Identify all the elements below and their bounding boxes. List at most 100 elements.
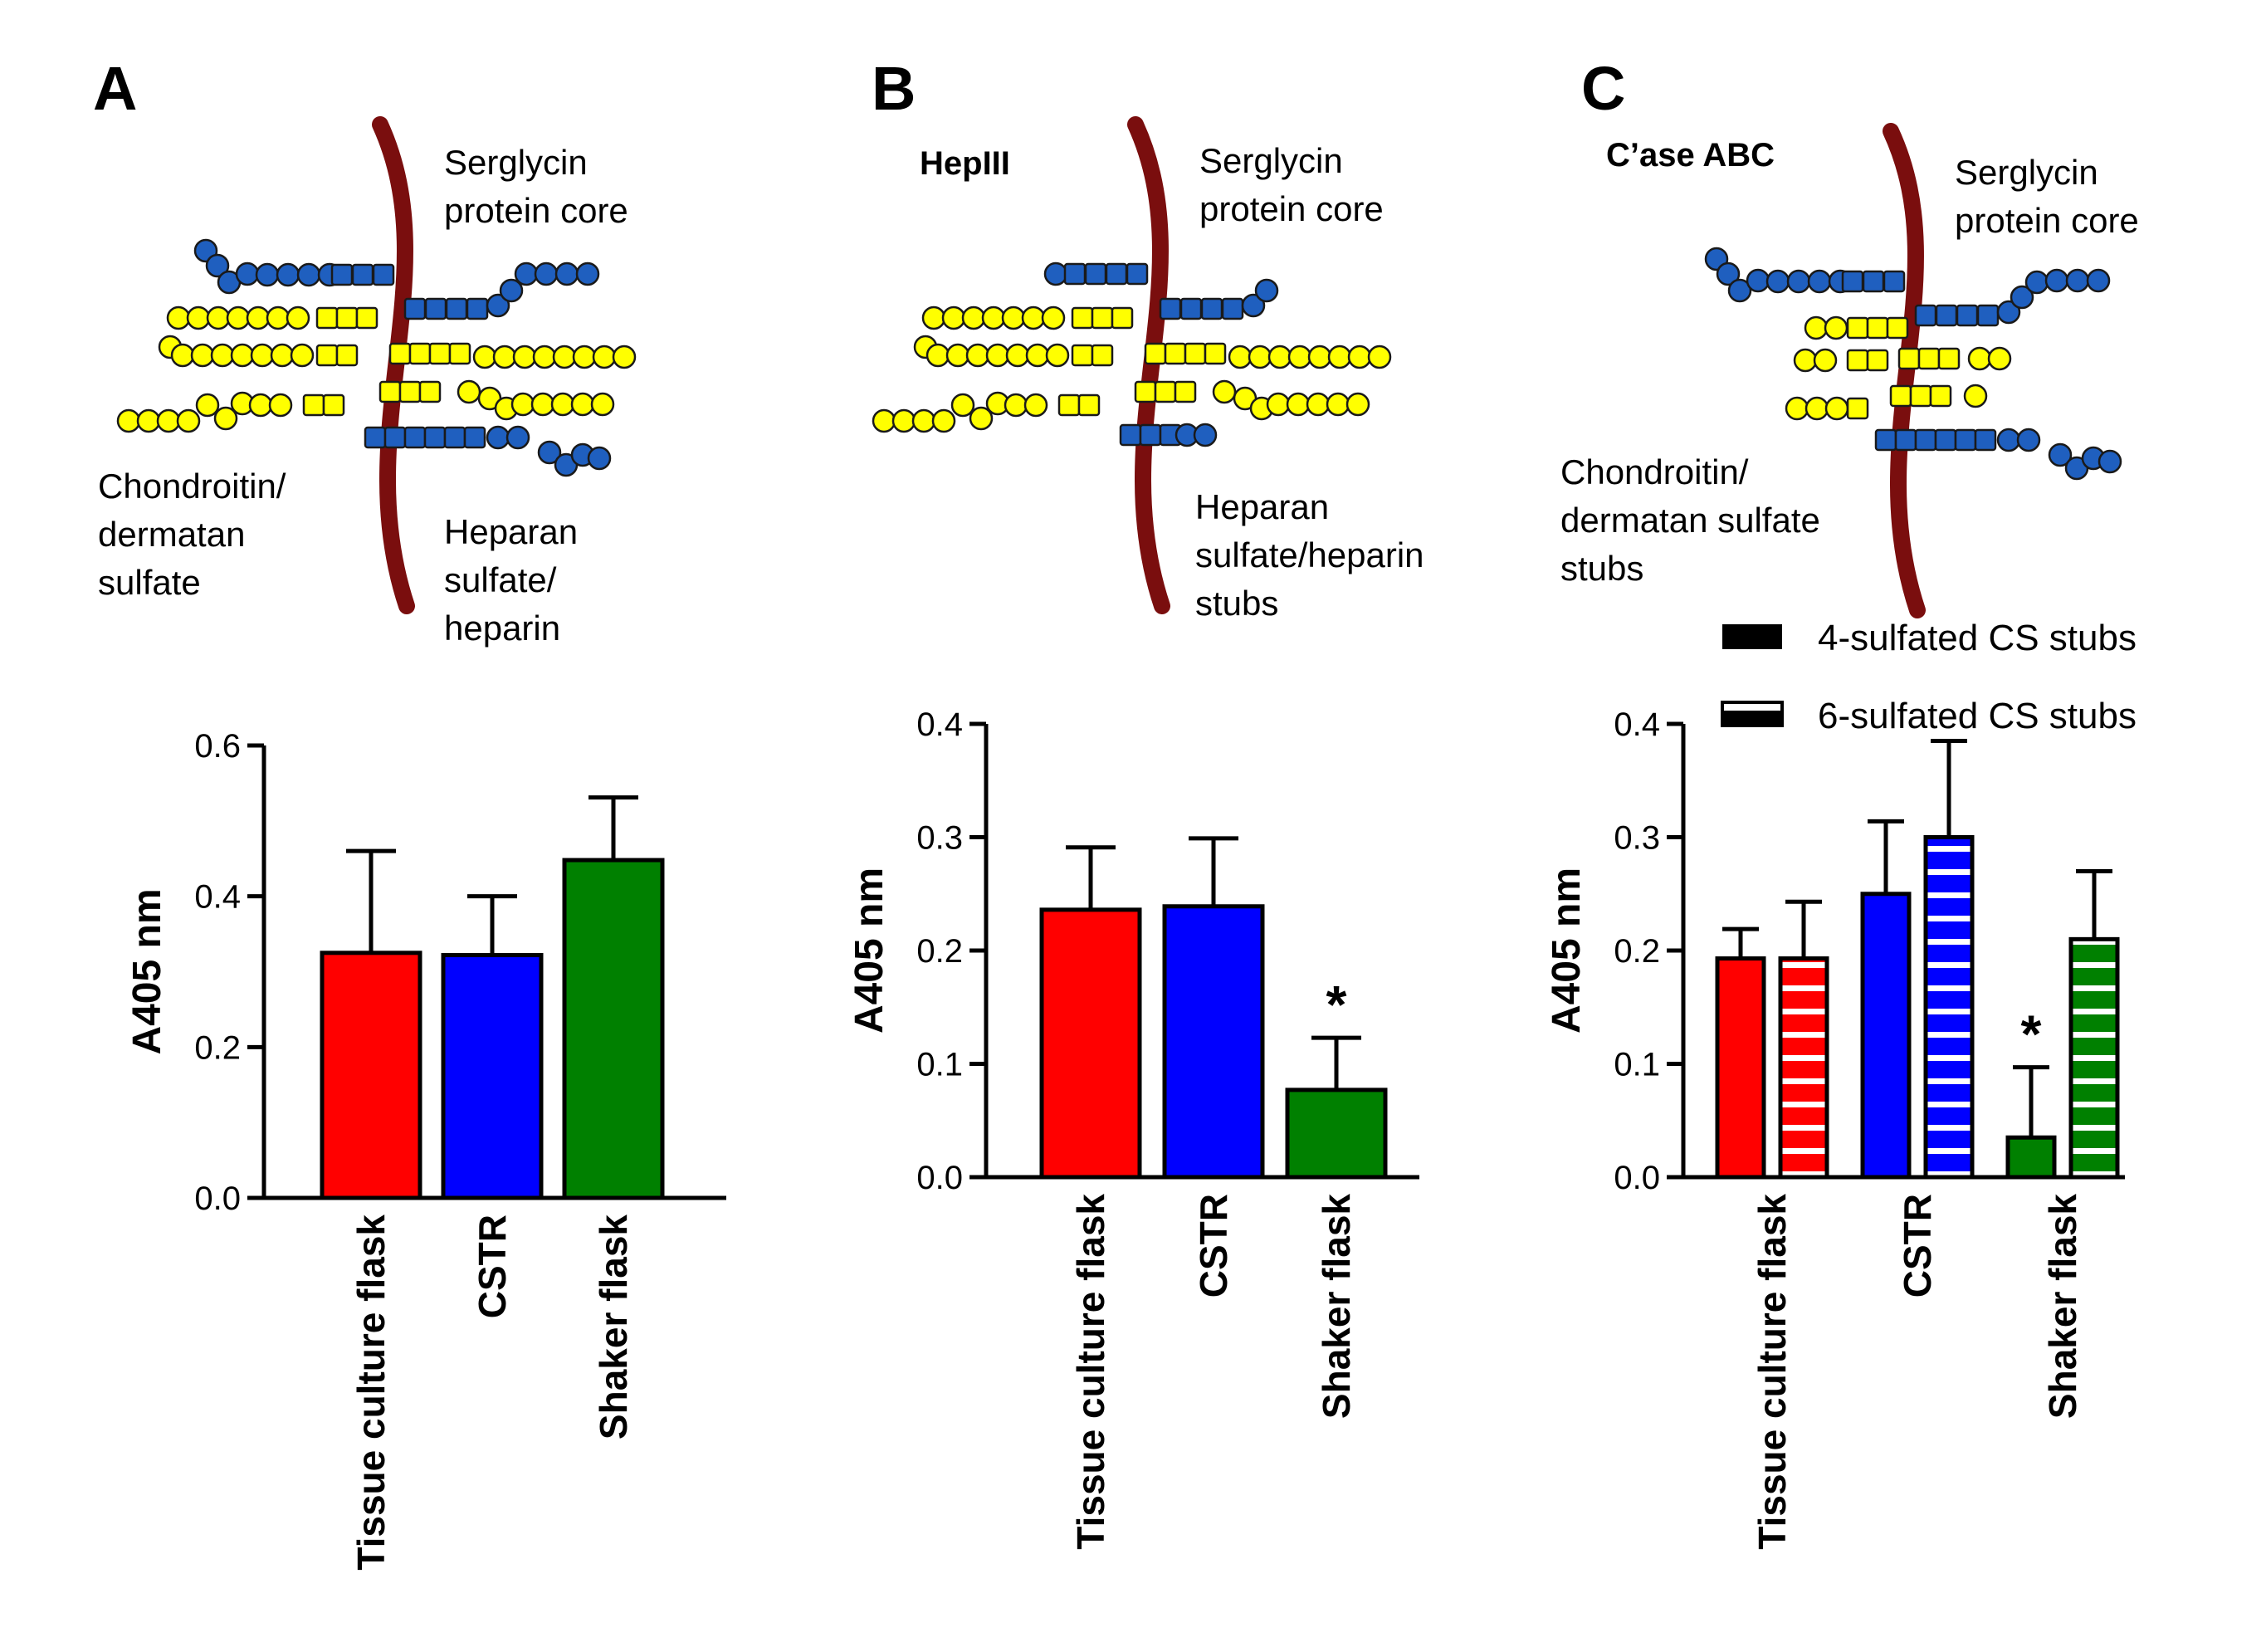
y-tick-label: 0.0 (1614, 1160, 1660, 1196)
y-tick-label: 0.2 (194, 1029, 241, 1066)
hs-chain (1874, 428, 2122, 481)
x-category-label: Tissue culture flask (1751, 1194, 1794, 1550)
y-axis-title: A405 nm (847, 868, 891, 1034)
cs-chain (166, 305, 378, 330)
label-cs-line3: sulfate (98, 563, 201, 602)
cs-stub (1804, 315, 1909, 340)
panel-c: C C’ase ABC Serglycin protein core Chond… (1560, 54, 2139, 618)
bar (1778, 956, 1829, 1180)
legend: 4-sulfated CS stubs 6-sulfated CS stubs (1721, 618, 2137, 736)
y-axis-title: A405 nm (125, 888, 169, 1054)
label-cs-line1: Chondroitin/ (1560, 452, 1749, 491)
label-core-line2: protein core (1955, 201, 2139, 240)
y-tick-label: 0.0 (194, 1180, 241, 1217)
x-category-label: Tissue culture flask (349, 1215, 393, 1571)
bar (1285, 1087, 1388, 1180)
panel-letter-b: B (872, 54, 916, 123)
label-hs-line1: Heparan (1195, 487, 1329, 526)
enzyme-label-b: HepIII (920, 145, 1010, 182)
significance-marker: * (1326, 975, 1347, 1034)
bar (2005, 1135, 2057, 1180)
cs-stub (1793, 348, 1889, 373)
hs-chain (364, 425, 612, 477)
y-tick-label: 0.3 (916, 820, 963, 857)
y-tick-label: 0.6 (194, 728, 241, 765)
protein-core (1883, 123, 1926, 618)
label-cs-line2: dermatan (98, 515, 245, 554)
label-cs-line2: dermatan sulfate (1560, 501, 1820, 540)
panel-letter-c: C (1581, 54, 1625, 123)
y-tick-label: 0.4 (1614, 706, 1660, 743)
cs-chain (872, 391, 1101, 433)
x-category-label: CSTR (1896, 1194, 1939, 1298)
enzyme-label-c: C’ase ABC (1606, 137, 1775, 174)
hs-stub (1159, 278, 1279, 320)
y-tick-label: 0.4 (194, 879, 241, 916)
label-core-line1: Serglycin (1199, 141, 1343, 180)
x-category-label: Shaker flask (592, 1215, 635, 1439)
cs-stub (1889, 384, 1988, 408)
x-category-label: Tissue culture flask (1069, 1194, 1112, 1550)
label-hs-line1: Heparan (444, 512, 578, 551)
y-tick-label: 0.2 (916, 933, 963, 970)
label-core-line2: protein core (444, 191, 628, 230)
panel-b-diagram (872, 116, 1392, 614)
legend-label-4-sulfated: 4-sulfated CS stubs (1818, 618, 2137, 658)
y-tick-label: 0.2 (1614, 933, 1660, 970)
x-category-label: Shaker flask (2041, 1194, 2084, 1419)
cs-chain (378, 379, 615, 421)
label-hs-line2: sulfate/heparin (1195, 535, 1424, 574)
protein-core (1127, 116, 1170, 614)
bar (1162, 904, 1265, 1180)
label-hs-line3: heparin (444, 609, 560, 648)
panel-b: B HepIII Serglycin protein core Heparan … (872, 54, 1424, 623)
cs-stub (1897, 346, 2012, 371)
label-core-line1: Serglycin (444, 143, 588, 182)
panel-letter-a: A (93, 54, 137, 123)
y-axis-title: A405 nm (1545, 868, 1589, 1034)
bar (1039, 907, 1142, 1180)
label-cs-line1: Chondroitin/ (98, 467, 286, 506)
label-hs-line3: stubs (1195, 584, 1278, 623)
panel-a: A Serglycin protein core Chondroitin/ de… (93, 54, 637, 648)
bar (1923, 835, 1975, 1180)
hs-stub (1043, 261, 1149, 286)
bar (441, 953, 544, 1200)
hs-chain (193, 238, 395, 295)
cs-chain (158, 335, 359, 368)
cs-chain (116, 391, 345, 433)
cs-chain (921, 305, 1134, 330)
hs-chain (403, 261, 600, 320)
cs-chain (1134, 379, 1370, 421)
y-tick-label: 0.4 (916, 706, 963, 743)
hs-chain (1704, 247, 1906, 303)
label-cs-line3: stubs (1560, 549, 1643, 588)
cs-chain (1144, 342, 1392, 369)
legend-label-6-sulfated: 6-sulfated CS stubs (1818, 696, 2137, 736)
y-tick-label: 0.1 (1614, 1047, 1660, 1083)
y-tick-label: 0.1 (916, 1047, 963, 1083)
cs-chain (388, 342, 637, 369)
label-hs-line2: sulfate/ (444, 560, 557, 599)
x-category-label: Shaker flask (1315, 1194, 1358, 1419)
bar (1715, 956, 1766, 1180)
y-tick-label: 0.0 (916, 1160, 963, 1196)
cs-stub (1785, 396, 1869, 421)
legend-swatch-4-sulfated (1722, 624, 1782, 649)
cs-chain (913, 335, 1114, 368)
bar (2068, 936, 2120, 1180)
x-category-label: CSTR (471, 1215, 514, 1318)
y-tick-label: 0.3 (1614, 820, 1660, 857)
bar (1860, 892, 1912, 1180)
label-core-line2: protein core (1199, 189, 1384, 228)
panel-c-diagram (1704, 123, 2122, 618)
hs-stub (1119, 423, 1218, 447)
protein-core (372, 116, 415, 614)
bar (562, 858, 665, 1200)
panel-a-diagram (116, 116, 637, 614)
legend-swatch-6-sulfated (1721, 701, 1784, 727)
x-category-label: CSTR (1192, 1194, 1235, 1298)
